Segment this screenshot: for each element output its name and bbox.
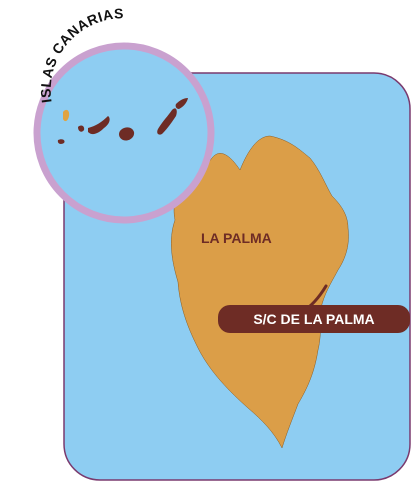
inset-lanzarote [175, 98, 188, 109]
island-label: LA PALMA [201, 230, 272, 246]
inset-la-gomera [78, 125, 85, 132]
inset-el-hierro [57, 139, 65, 144]
capital-callout-bg [218, 305, 410, 333]
inset-la-palma [63, 109, 70, 122]
inset-gran-canaria [119, 127, 135, 141]
canary-islands-inset [33, 42, 215, 224]
capital-label: S/C DE LA PALMA [253, 311, 374, 327]
capital-callout: S/C DE LA PALMA [218, 305, 410, 333]
inset-fuerteventura [157, 108, 177, 135]
la-palma-island [171, 135, 349, 449]
inset-tenerife [88, 116, 110, 135]
